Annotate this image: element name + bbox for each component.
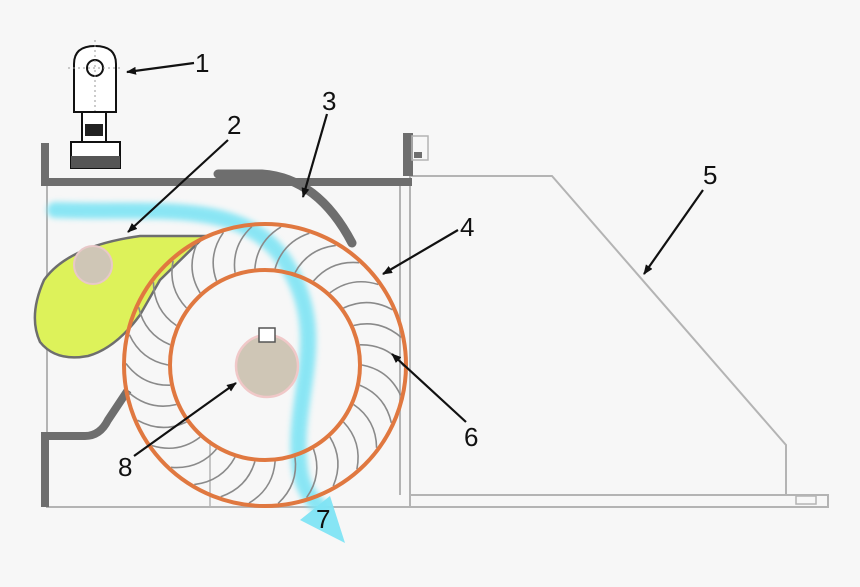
callout-2: 2 <box>227 110 241 140</box>
shaft-icon <box>234 333 300 399</box>
callout-4: 4 <box>460 212 474 242</box>
impeller-blade <box>212 231 225 282</box>
impeller-blade <box>342 421 359 470</box>
leader-2 <box>127 139 229 233</box>
impeller-blade <box>191 243 201 294</box>
lower-left-wall <box>41 387 132 507</box>
impeller-blade <box>128 391 177 407</box>
impeller-blade <box>343 301 393 311</box>
impeller-blade <box>353 403 378 448</box>
leader-3 <box>301 113 329 198</box>
airflow-arrowhead <box>300 496 345 543</box>
callout-8: 8 <box>118 452 132 482</box>
impeller-inner-ring <box>168 268 362 462</box>
impeller-blades <box>125 226 405 504</box>
impeller-blade <box>248 461 276 504</box>
leader-5 <box>643 189 704 275</box>
impeller-blade <box>329 280 379 294</box>
impeller-blade <box>152 282 177 327</box>
leader-6 <box>391 353 467 423</box>
impeller-blade <box>353 323 402 339</box>
airflow-path <box>47 202 328 515</box>
impeller-blade <box>194 456 236 486</box>
impeller-blade <box>254 226 282 269</box>
impeller-blade <box>137 306 171 346</box>
impeller-blade <box>220 461 256 498</box>
callout-3: 3 <box>322 86 336 116</box>
impeller-blade <box>277 457 297 504</box>
impeller-blade <box>294 244 336 274</box>
leader-8 <box>133 382 237 457</box>
base-rail-tab <box>795 495 817 505</box>
callout-6: 6 <box>464 422 478 452</box>
base-rail <box>409 494 829 508</box>
impeller-blade <box>312 261 360 282</box>
impeller-blade <box>359 343 405 367</box>
vortex-rod <box>73 245 113 285</box>
impeller-outer-ring <box>122 222 408 508</box>
callout-1: 1 <box>195 48 209 78</box>
impeller-blade <box>128 334 169 366</box>
impeller-blade <box>274 232 310 269</box>
housing-tab-inner <box>414 152 422 158</box>
impeller-blade <box>171 260 188 309</box>
impeller-blade <box>170 448 218 469</box>
impeller-blade <box>233 226 253 273</box>
mount-icon <box>68 40 122 169</box>
housing-tab <box>411 135 429 161</box>
impeller-blade <box>137 419 187 429</box>
callout-7: 7 <box>316 504 330 534</box>
impeller-blade <box>151 436 201 450</box>
leader-4 <box>382 229 459 275</box>
impeller-blade <box>361 364 402 396</box>
impeller-blade <box>125 363 171 387</box>
callout-5: 5 <box>703 160 717 190</box>
impeller-blade <box>305 448 318 499</box>
shaft-key <box>258 327 276 343</box>
leader-arrows <box>126 61 704 457</box>
impeller-blade <box>329 436 339 487</box>
impeller-blade <box>359 384 393 424</box>
leader-1 <box>126 61 195 75</box>
